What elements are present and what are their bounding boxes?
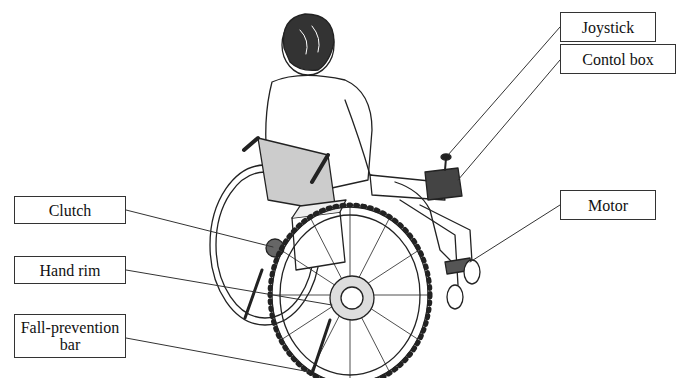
callout-box: Hand rim (14, 256, 126, 284)
tire-tread (270, 205, 430, 378)
callout-label: Hand rim (36, 262, 105, 279)
callout-box: Joystick (560, 12, 656, 42)
person-head (282, 15, 334, 75)
push-handle (244, 138, 328, 182)
fall-prevention-bar (245, 270, 262, 318)
callout-label: Contol box (578, 51, 658, 68)
callout-label: Clutch (45, 202, 96, 219)
person-arm (345, 100, 395, 182)
hub-motor (330, 276, 374, 320)
callout-box: Contol box (560, 44, 676, 74)
leader-line (448, 27, 560, 155)
callout-box: Clutch (14, 196, 126, 224)
leader-line (126, 210, 273, 247)
leader-line (126, 270, 332, 305)
battery-top (292, 200, 346, 218)
callout-label: Joystick (578, 19, 638, 36)
fall-prevention-bar (312, 320, 330, 374)
callout-box: Fall-prevention bar (14, 314, 126, 358)
backrest (258, 138, 336, 212)
hub-cap (341, 287, 363, 309)
callout-label: Fall-prevention bar (15, 319, 125, 353)
leader-line (470, 205, 560, 262)
callout-label: Motor (584, 197, 632, 214)
caster-wheel (464, 260, 480, 284)
person-hair (283, 14, 334, 70)
leader-line (126, 338, 310, 372)
caster-wheel (447, 285, 463, 309)
leader-line (458, 60, 560, 180)
battery-box (292, 212, 345, 270)
near-wheel (272, 207, 428, 378)
wheel-spokes (272, 207, 428, 378)
control-box (425, 168, 462, 200)
hair-highlight (300, 26, 319, 54)
joystick-knob (441, 154, 451, 160)
callout-box: Motor (560, 190, 656, 220)
frame (400, 200, 472, 285)
